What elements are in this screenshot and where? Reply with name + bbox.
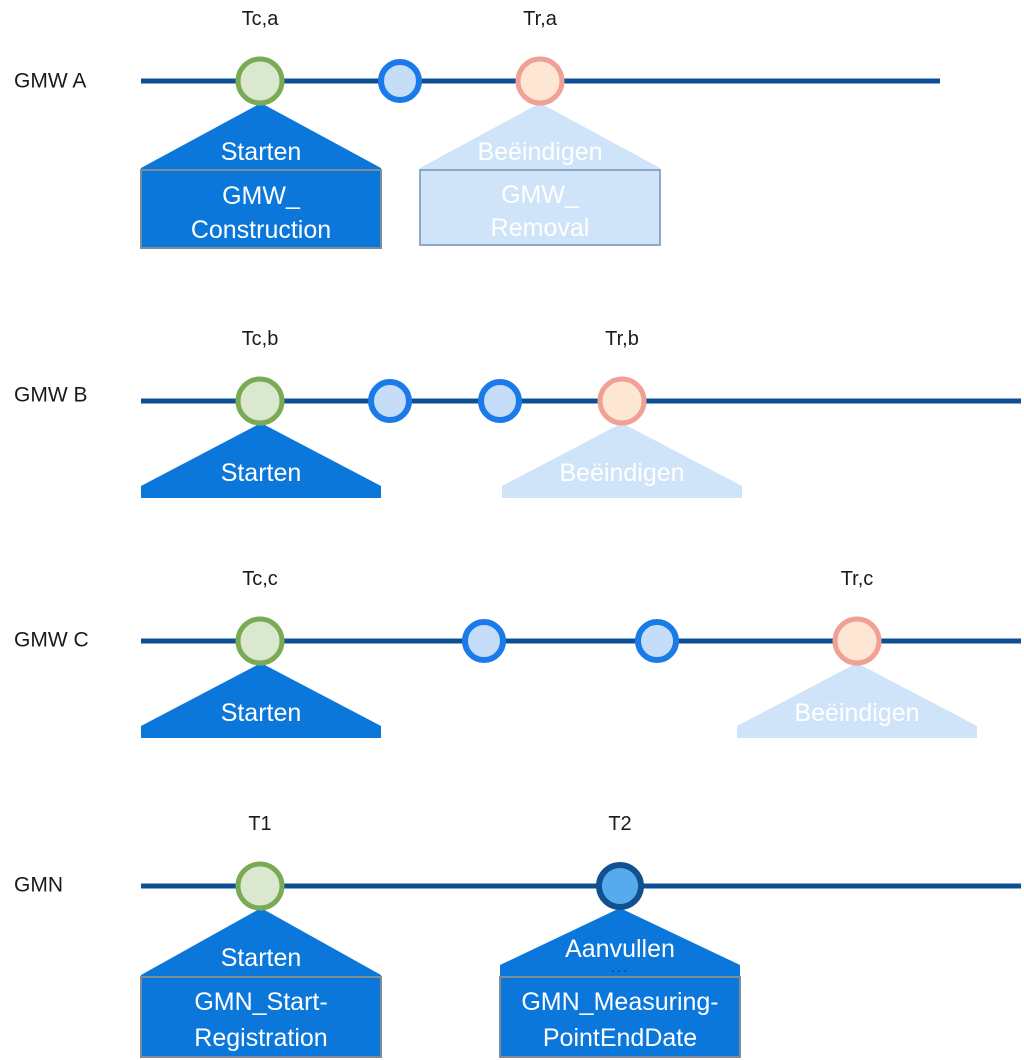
marker-blue-b2[interactable] xyxy=(478,379,522,423)
event-gmn-measuringpointenddate-ellipsis: ... xyxy=(611,959,630,976)
event-gmw-removal-box-line: GMW_ xyxy=(501,181,580,209)
event-gmw-removal-box xyxy=(419,169,661,246)
event-gmw-construction-pentagon xyxy=(141,103,381,170)
event-gmn-measuringpointenddate-pentagon xyxy=(500,908,740,977)
event-starten-c-pentagon xyxy=(141,663,381,738)
event-gmn-start-registration-pentagon xyxy=(141,908,381,977)
event-gmw-construction-box-line: GMW_ xyxy=(222,182,301,210)
marker-pink-tr-a-circle[interactable] xyxy=(515,56,565,106)
event-gmn-start-registration-box xyxy=(140,976,382,1058)
marker-navy-t2[interactable]: T2 xyxy=(596,813,644,910)
event-gmw-construction-box-line: Construction xyxy=(191,216,331,244)
marker-blue-mid-a-circle[interactable] xyxy=(378,59,422,103)
marker-pink-tr-a[interactable]: Tr,a xyxy=(515,8,565,106)
marker-green-tc-b[interactable]: Tc,b xyxy=(235,328,285,426)
marker-blue-c1[interactable] xyxy=(462,619,506,663)
tick-label-tra: Tr,a xyxy=(523,8,558,30)
marker-green-tc-c[interactable]: Tc,c xyxy=(235,568,285,666)
marker-blue-b1[interactable] xyxy=(368,379,412,423)
row-label-gmw-b: GMW B xyxy=(14,384,88,407)
tick-label-tca: Tc,a xyxy=(242,8,280,30)
row-label-gmw-c: GMW C xyxy=(14,629,89,652)
row-label-gmn: GMN xyxy=(14,874,63,897)
event-starten-b-pentagon xyxy=(141,423,381,498)
marker-green-tc-a[interactable]: Tc,a xyxy=(235,8,285,106)
tick-label-trc: Tr,c xyxy=(841,568,874,590)
marker-pink-tr-c[interactable]: Tr,c xyxy=(832,568,882,666)
event-beeindigen-c-pentagon-label: Beëindigen xyxy=(794,699,919,727)
event-beeindigen-b-pentagon xyxy=(502,423,742,498)
marker-green-t1-circle[interactable] xyxy=(235,861,285,911)
tick-label-trb: Tr,b xyxy=(605,328,639,350)
marker-pink-tr-c-circle[interactable] xyxy=(832,616,882,666)
event-starten-c: Starten xyxy=(141,663,381,738)
event-beeindigen-c: Beëindigen xyxy=(737,663,977,738)
marker-blue-c2-circle[interactable] xyxy=(635,619,679,663)
timeline-row-gmw-b: GMW B Starten Beëindigen Tc,b Tr,b xyxy=(14,328,1021,498)
event-starten-c-pentagon-label: Starten xyxy=(221,699,302,727)
marker-pink-tr-b[interactable]: Tr,b xyxy=(597,328,647,426)
event-gmw-removal-pentagon xyxy=(420,103,660,170)
marker-green-tc-a-circle[interactable] xyxy=(235,56,285,106)
timeline-row-gmw-c: GMW C Starten Beëindigen Tc,c Tr,c xyxy=(14,568,1021,738)
event-gmn-measuringpointenddate-box-line: PointEndDate xyxy=(543,1024,697,1052)
event-gmn-start-registration-box-line: GMN_Start- xyxy=(194,988,327,1016)
event-gmw-removal-pentagon-label: Beëindigen xyxy=(477,138,602,166)
marker-blue-c2[interactable] xyxy=(635,619,679,663)
tick-label-tcc: Tc,c xyxy=(242,568,278,590)
marker-blue-mid-a[interactable] xyxy=(378,59,422,103)
marker-green-tc-b-circle[interactable] xyxy=(235,376,285,426)
event-beeindigen-b: Beëindigen xyxy=(502,423,742,498)
tick-label-t2: T2 xyxy=(608,813,631,835)
event-gmn-start-registration-box-line: Registration xyxy=(194,1024,327,1052)
tick-label-tcb: Tc,b xyxy=(242,328,279,350)
event-beeindigen-b-pentagon-label: Beëindigen xyxy=(559,459,684,487)
event-gmn-start-registration-pentagon-label: Starten xyxy=(221,944,302,972)
event-gmn-measuringpointenddate-box xyxy=(499,976,741,1058)
marker-green-tc-c-circle[interactable] xyxy=(235,616,285,666)
event-gmn-measuringpointenddate: Aanvullen... GMN_Measuring- PointEndDate xyxy=(499,908,741,1058)
marker-green-t1[interactable]: T1 xyxy=(235,813,285,911)
event-gmn-measuringpointenddate-pentagon-label: Aanvullen xyxy=(565,935,675,963)
event-gmw-construction-box xyxy=(140,169,382,249)
event-gmw-removal-box-line: Removal xyxy=(491,214,590,242)
marker-blue-c1-circle[interactable] xyxy=(462,619,506,663)
marker-blue-b2-circle[interactable] xyxy=(478,379,522,423)
event-gmn-measuringpointenddate-box-line: GMN_Measuring- xyxy=(521,988,718,1016)
event-starten-b-pentagon-label: Starten xyxy=(221,459,302,487)
event-beeindigen-c-pentagon xyxy=(737,663,977,738)
tick-label-t1: T1 xyxy=(248,813,271,835)
row-label-gmw-a: GMW A xyxy=(14,70,86,93)
event-starten-b: Starten xyxy=(141,423,381,498)
marker-blue-b1-circle[interactable] xyxy=(368,379,412,423)
event-gmw-construction-pentagon-label: Starten xyxy=(221,138,302,166)
marker-navy-t2-circle[interactable] xyxy=(596,862,644,910)
marker-pink-tr-b-circle[interactable] xyxy=(597,376,647,426)
